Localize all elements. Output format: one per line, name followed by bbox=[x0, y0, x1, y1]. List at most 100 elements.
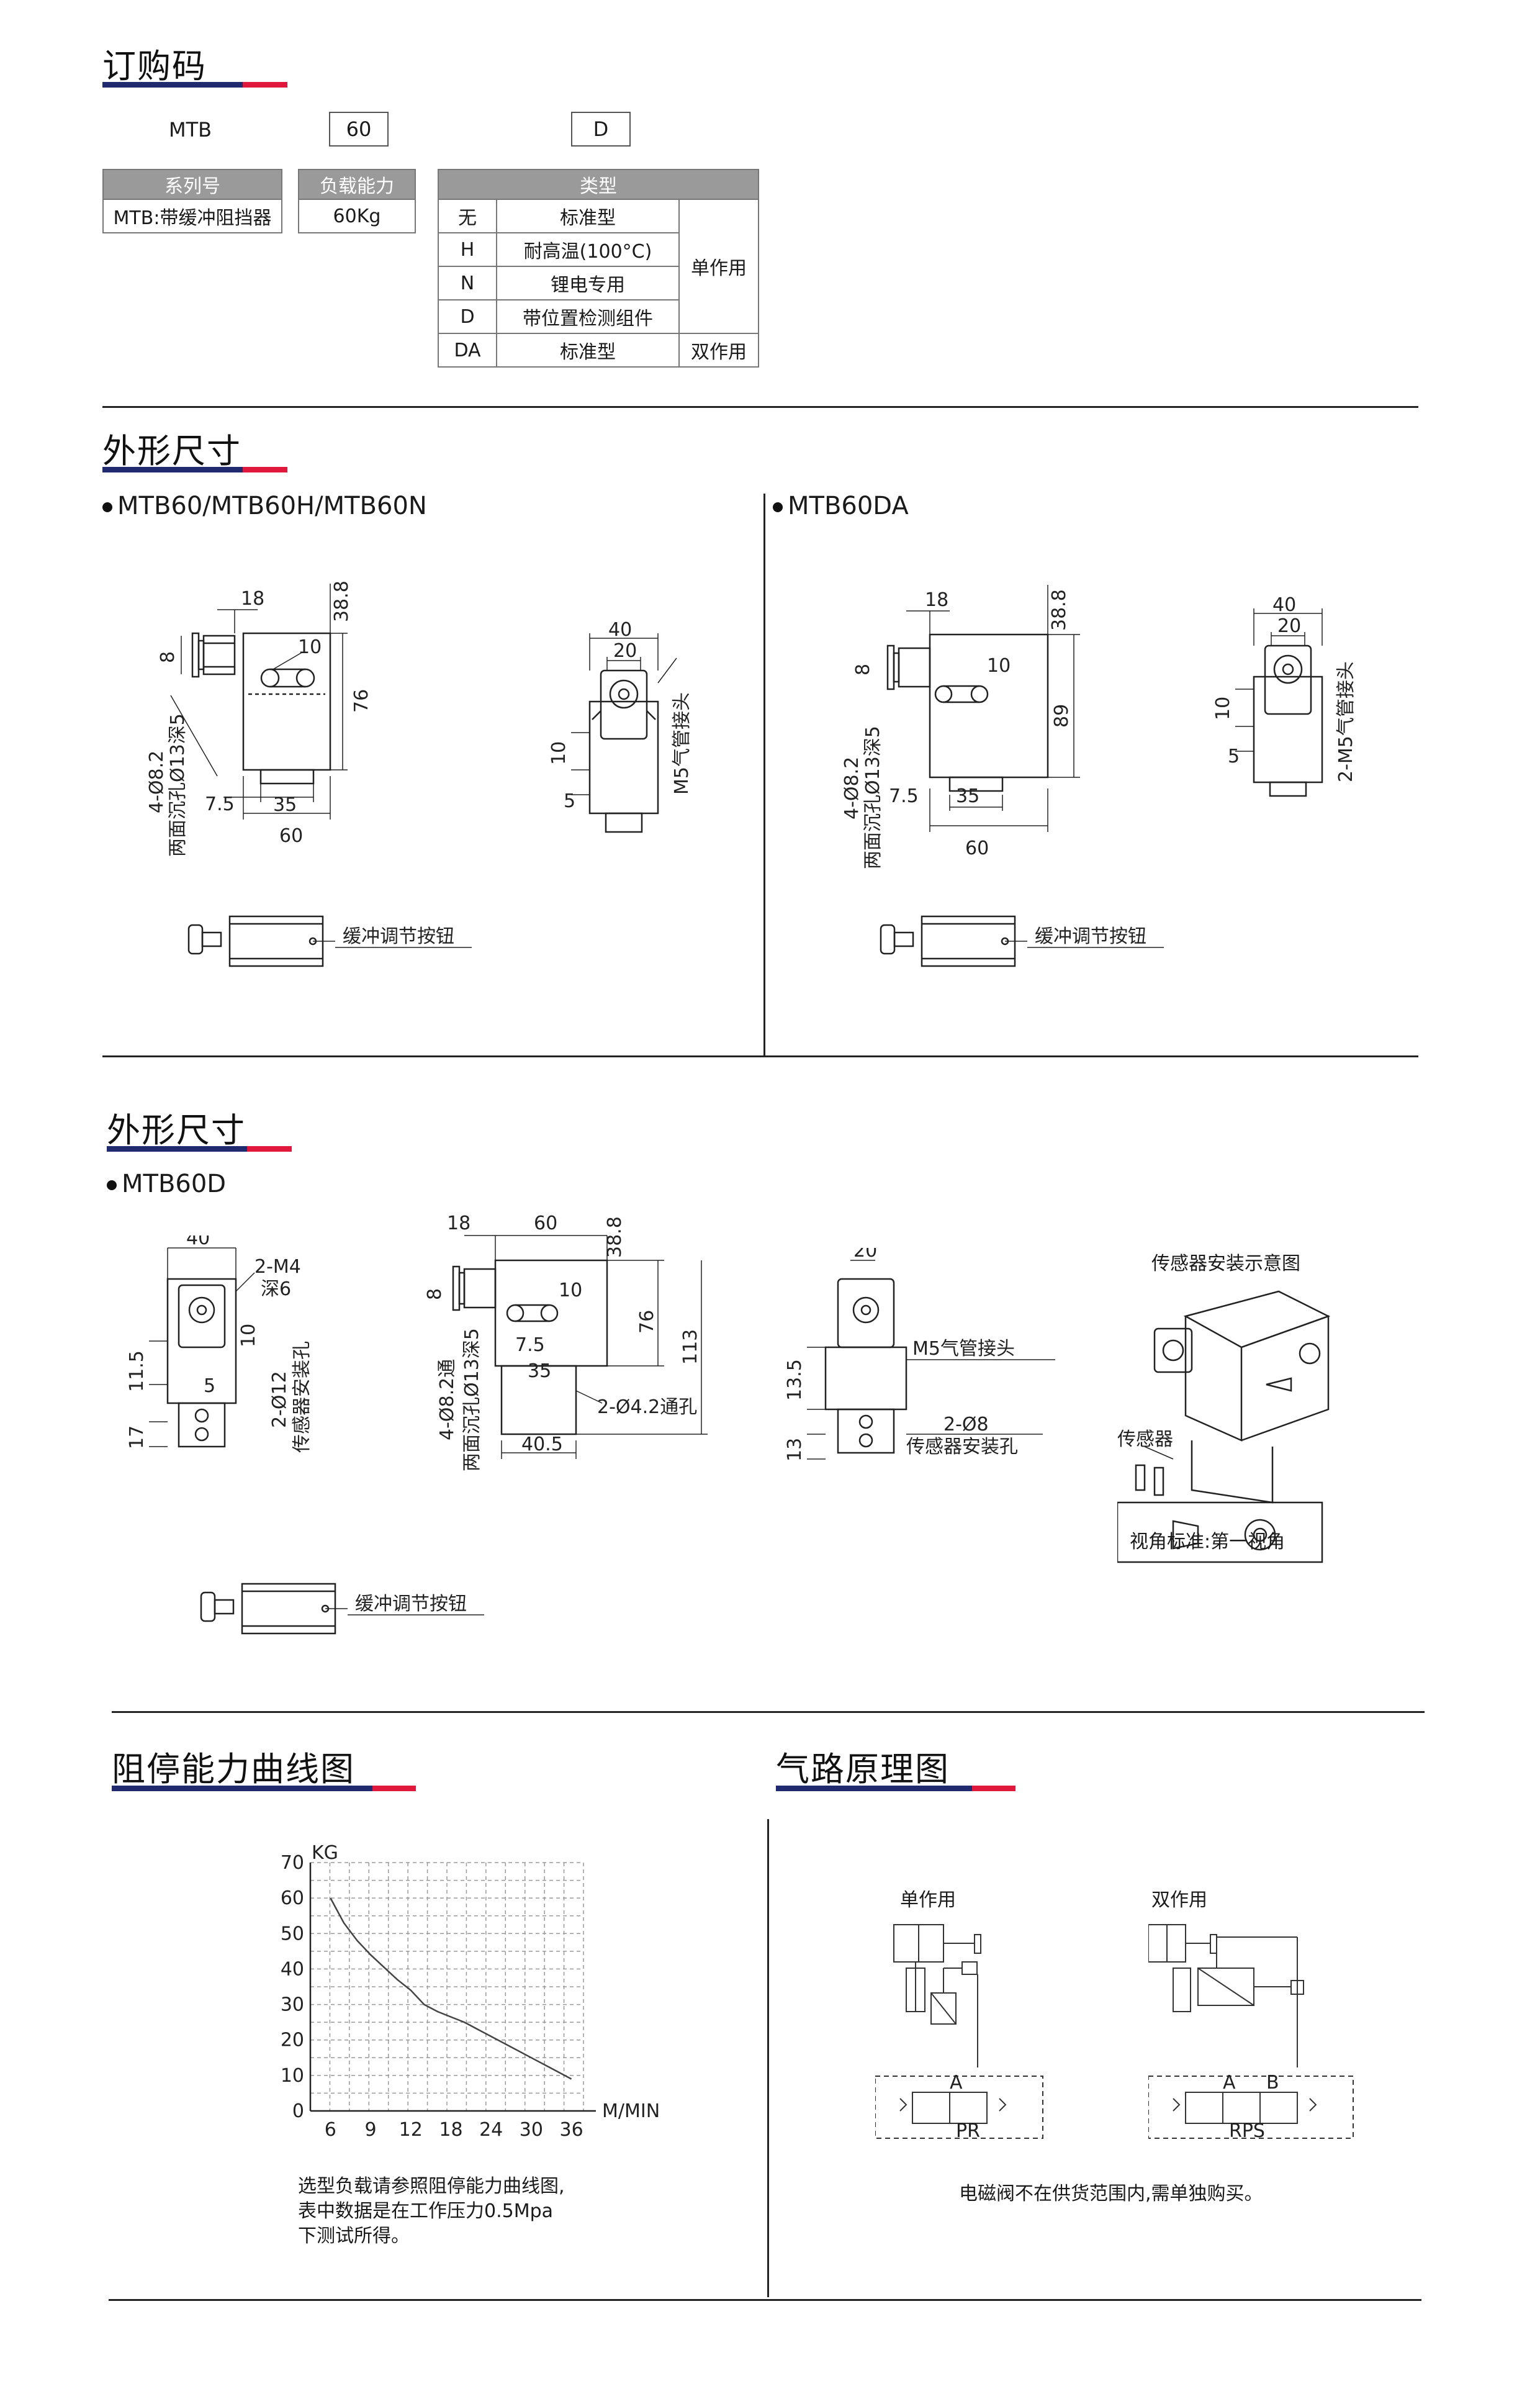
dim-38-8: 38.8 bbox=[1048, 589, 1070, 631]
dim-60: 60 bbox=[279, 825, 303, 847]
port-a: A bbox=[1223, 2072, 1236, 2094]
dims1-left-side-view: 18 10 35 60 7.5 38.8 76 8 4-Ø8.2 两面沉孔Ø13… bbox=[146, 581, 372, 857]
dim-20: 20 bbox=[1277, 615, 1301, 637]
type-row: DA 标准型 双作用 bbox=[438, 333, 759, 368]
chart-y-axis-label: KG bbox=[312, 1842, 338, 1864]
dim-7-5: 7.5 bbox=[515, 1334, 545, 1356]
dims2-view-3: 20 M5气管接头 13.5 13 2-Ø8 传感器安装孔 bbox=[784, 1248, 1055, 1462]
vertical-divider bbox=[767, 1819, 769, 2297]
port-rps: RPS bbox=[1229, 2120, 1265, 2142]
chart-x-axis-label: M/MIN bbox=[602, 2100, 660, 2122]
dim-35: 35 bbox=[956, 785, 979, 807]
curve-title-bar bbox=[112, 1786, 416, 1791]
dims1-right-front-view: 40 20 10 5 2-M5气管接头 bbox=[1212, 596, 1357, 797]
dims2-view-2: 18 60 38.8 8 10 76 113 7.5 35 40.5 4-Ø8.… bbox=[424, 1213, 708, 1471]
dim-40-5: 40.5 bbox=[521, 1434, 563, 1455]
hole-spec-2: 两面沉孔Ø13深5 bbox=[461, 1328, 483, 1471]
type-desc: 耐高温(100°C) bbox=[496, 232, 680, 267]
series-header: 系列号 bbox=[102, 169, 282, 200]
code-series-label: MTB bbox=[169, 118, 212, 142]
port-a: A bbox=[950, 2072, 963, 2094]
type-code: D bbox=[438, 299, 497, 334]
dim-10: 10 bbox=[238, 1324, 259, 1347]
air-note: 电磁阀不在供货范围内,需单独购买。 bbox=[959, 2183, 1263, 2205]
divider bbox=[102, 1055, 1418, 1057]
dims1-right-side-view: 18 10 35 60 7.5 38.8 89 8 4-Ø8.2 两面沉孔Ø13… bbox=[841, 585, 1080, 869]
port-label: M5气管接头 bbox=[671, 692, 693, 795]
dims1-left-model: MTB60/MTB60H/MTB60N bbox=[102, 492, 427, 520]
dim-2-d12: 2-Ø12 bbox=[269, 1371, 290, 1428]
type-code: H bbox=[438, 232, 497, 267]
y-tick-label: 60 bbox=[281, 1887, 304, 1909]
y-tick-label: 20 bbox=[281, 2030, 304, 2051]
dims2-knob-view: 缓冲调节按钮 bbox=[200, 1583, 484, 1635]
y-tick-label: 40 bbox=[281, 1958, 304, 1980]
knob-label: 缓冲调节按钮 bbox=[355, 1593, 467, 1615]
double-acting-circuit: A B RPS bbox=[1148, 1924, 1354, 2142]
chart-axes bbox=[309, 1863, 596, 2112]
iso-title: 传感器安装示意图 bbox=[1151, 1253, 1300, 1275]
m4-label: 2-M4 bbox=[254, 1256, 301, 1278]
type-desc: 标准型 bbox=[496, 333, 680, 368]
dims1-vertical-divider bbox=[763, 494, 765, 1055]
single-acting-label: 单作用 bbox=[900, 1889, 956, 1911]
dim-13: 13 bbox=[784, 1438, 806, 1462]
dim-5: 5 bbox=[204, 1375, 215, 1397]
dim-40: 40 bbox=[186, 1236, 210, 1249]
hole-spec-2: 两面沉孔Ø13深5 bbox=[167, 713, 189, 857]
port-b: B bbox=[1266, 2072, 1279, 2094]
dim-5: 5 bbox=[564, 790, 575, 812]
sensor-label: 传感器 bbox=[1117, 1429, 1173, 1450]
chart-grid bbox=[310, 1862, 584, 2112]
load-value: 60Kg bbox=[298, 199, 416, 233]
knob-label: 缓冲调节按钮 bbox=[1035, 926, 1146, 947]
dim-18: 18 bbox=[447, 1213, 471, 1234]
type-code: 无 bbox=[438, 199, 497, 233]
single-acting-circuit: A PR bbox=[875, 1924, 1043, 2142]
dims1-right-knob-view: 缓冲调节按钮 bbox=[880, 915, 1164, 967]
y-tick-label: 30 bbox=[281, 1994, 304, 2016]
knob-label: 缓冲调节按钮 bbox=[343, 926, 454, 947]
dims2-title-bar bbox=[107, 1146, 292, 1152]
dim-18: 18 bbox=[241, 588, 264, 610]
dim-60: 60 bbox=[534, 1213, 557, 1234]
series-value: MTB:带缓冲阻挡器 bbox=[102, 199, 282, 233]
dims1-right-model: MTB60DA bbox=[773, 492, 909, 520]
dim-10: 10 bbox=[559, 1280, 582, 1301]
dims1-left-front-view: 40 20 10 5 M5气管接头 bbox=[548, 621, 693, 833]
dim-38-8: 38.8 bbox=[331, 581, 353, 622]
dim-13-5: 13.5 bbox=[784, 1359, 806, 1401]
dim-76: 76 bbox=[636, 1310, 658, 1334]
dim-38-8: 38.8 bbox=[604, 1216, 626, 1258]
curve-title: 阻停能力曲线图 bbox=[112, 1750, 355, 1789]
dim-8: 8 bbox=[157, 651, 179, 663]
x-tick-label: 18 bbox=[439, 2119, 462, 2141]
load-header: 负载能力 bbox=[298, 169, 416, 200]
dims1-left-knob-view: 缓冲调节按钮 bbox=[187, 915, 472, 967]
x-tick-label: 6 bbox=[325, 2119, 336, 2141]
dim-35: 35 bbox=[528, 1360, 551, 1382]
dim-35: 35 bbox=[273, 794, 297, 816]
dim-17: 17 bbox=[126, 1425, 148, 1449]
view-standard-label: 视角标准:第一视角 bbox=[1130, 1531, 1286, 1553]
dim-2-d8: 2-Ø8 bbox=[943, 1414, 989, 1435]
dim-60: 60 bbox=[965, 838, 989, 859]
dims2-view-1: 40 2-M4 深6 10 11.5 5 17 2-Ø12 传感器安装孔 bbox=[126, 1236, 313, 1453]
dim-89: 89 bbox=[1051, 704, 1073, 728]
dim-20: 20 bbox=[853, 1248, 877, 1262]
type-row: D 带位置检测组件 bbox=[438, 299, 759, 334]
dim-10: 10 bbox=[1212, 697, 1234, 720]
dim-7-5: 7.5 bbox=[205, 793, 235, 815]
dim-40: 40 bbox=[1272, 596, 1296, 616]
y-tick-label: 50 bbox=[281, 1923, 304, 1945]
port-pr: PR bbox=[956, 2120, 980, 2142]
type-desc: 标准型 bbox=[496, 199, 680, 233]
y-tick-label: 0 bbox=[292, 2100, 304, 2122]
type-action-double: 双作用 bbox=[678, 333, 759, 368]
hole-spec-2: 两面沉孔Ø13深5 bbox=[862, 726, 884, 869]
curve-note: 选型负载请参照阻停能力曲线图, 表中数据是在工作压力0.5Mpa 下测试所得。 bbox=[298, 2174, 565, 2249]
hole-spec-1: 4-Ø8.2 bbox=[841, 757, 863, 820]
code-type-box: D bbox=[571, 112, 631, 147]
dim-10: 10 bbox=[548, 741, 570, 765]
